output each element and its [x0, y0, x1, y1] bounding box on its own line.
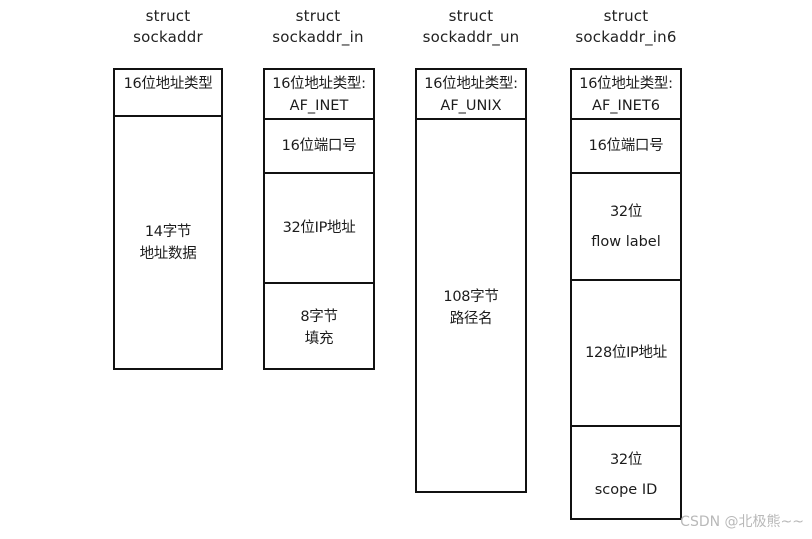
struct-box-sockaddr-un: 16位地址类型: AF_UNIX 108字节 路径名	[415, 68, 527, 493]
field-label-line: AF_INET6	[592, 98, 660, 114]
field-sockaddr-in-addr: 32位IP地址	[265, 174, 373, 284]
struct-title-sockaddr-in: struct sockaddr_in	[272, 7, 364, 46]
field-label-line: 32位IP地址	[282, 220, 356, 236]
field-label-line: 108字节	[443, 288, 499, 305]
struct-title-sockaddr: struct sockaddr	[133, 7, 203, 46]
field-sockaddr-in-port: 16位端口号	[265, 120, 373, 174]
field-sockaddr-in6-family: 16位地址类型: AF_INET6	[572, 70, 680, 120]
field-label-line: 32位	[609, 451, 643, 468]
field-sockaddr-un-family: 16位地址类型: AF_UNIX	[417, 70, 525, 120]
field-label-line: flow label	[591, 233, 661, 250]
field-label-line: 16位端口号	[281, 138, 357, 154]
field-sockaddr-in6-scopeid: 32位 scope ID	[572, 427, 680, 522]
csdn-watermark: CSDN @北极熊~~	[680, 514, 804, 530]
field-sockaddr-un-path: 108字节 路径名	[417, 120, 525, 495]
field-sockaddr-in6-flowlabel: 32位 flow label	[572, 174, 680, 281]
struct-column-sockaddr-in: struct sockaddr_in	[248, 6, 388, 48]
field-label-line: 16位地址类型:	[579, 76, 673, 92]
field-sockaddr-in-pad: 8字节 填充	[265, 284, 373, 372]
field-label-line: 14字节	[144, 223, 192, 240]
struct-box-sockaddr: 16位地址类型 14字节 地址数据	[113, 68, 223, 370]
struct-column-sockaddr-un: struct sockaddr_un	[400, 6, 542, 48]
field-label-line: AF_INET	[289, 98, 349, 114]
field-sockaddr-in6-addr: 128位IP地址	[572, 281, 680, 427]
struct-title-sockaddr-un: struct sockaddr_un	[422, 7, 520, 46]
field-label-line: 16位地址类型:	[424, 76, 518, 92]
field-label-line: 8字节	[300, 309, 338, 325]
field-sockaddr-in-family: 16位地址类型: AF_INET	[265, 70, 373, 120]
field-label-line: scope ID	[594, 481, 658, 498]
field-label-line: 128位IP地址	[585, 345, 667, 361]
field-label-line: AF_UNIX	[440, 98, 502, 114]
struct-column-sockaddr-in6: struct sockaddr_in6	[552, 6, 700, 48]
struct-title-sockaddr-in6: struct sockaddr_in6	[575, 7, 677, 46]
struct-box-sockaddr-in: 16位地址类型: AF_INET 16位端口号 32位IP地址 8字节 填充	[263, 68, 375, 370]
field-sockaddr-family: 16位地址类型	[115, 70, 221, 117]
field-label-line: 地址数据	[139, 245, 197, 262]
struct-box-sockaddr-in6: 16位地址类型: AF_INET6 16位端口号 32位 flow label …	[570, 68, 682, 520]
field-label-line: 填充	[304, 331, 334, 347]
field-label-line: 16位地址类型	[123, 76, 213, 92]
field-label-line: 16位端口号	[588, 138, 664, 154]
field-label-line: 16位地址类型:	[272, 76, 366, 92]
field-sockaddr-in6-port: 16位端口号	[572, 120, 680, 174]
struct-column-sockaddr: struct sockaddr	[100, 6, 236, 48]
field-sockaddr-data: 14字节 地址数据	[115, 117, 221, 368]
field-label-line: 路径名	[449, 310, 493, 327]
field-label-line: 32位	[609, 203, 643, 220]
